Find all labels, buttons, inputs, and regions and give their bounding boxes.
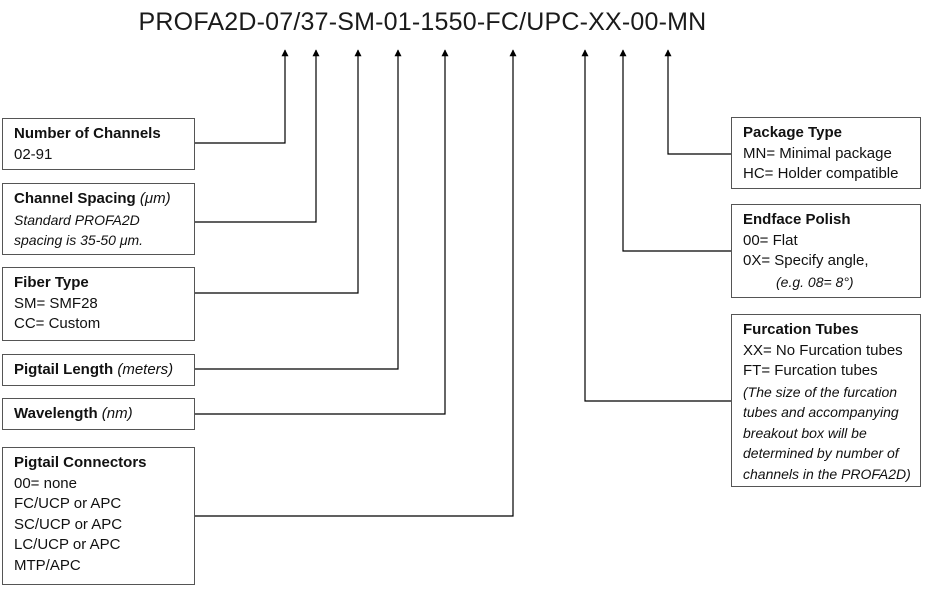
channels-range: 02-91 xyxy=(14,145,53,163)
heading-pigtail-length: Pigtail Length (meters) xyxy=(14,361,174,378)
arrow-package xyxy=(664,49,731,155)
box-number-of-channels: Number of Channels 02-91 xyxy=(2,118,195,170)
unit-nm: (nm) xyxy=(101,405,133,422)
heading-pigtail-connectors: Pigtail Connectors xyxy=(14,454,147,471)
unit-meters: (meters) xyxy=(117,361,174,378)
heading-endface-polish: Endface Polish xyxy=(743,211,851,228)
part-number-title: PROFA2D-07/37-SM-01-1550-FC/UPC-XX-00-MN xyxy=(138,8,707,36)
heading-furcation-tubes: Furcation Tubes xyxy=(743,321,859,338)
fiber-option-cc: CC= Custom xyxy=(14,315,101,332)
arrow-spacing xyxy=(195,49,320,223)
heading-number-of-channels: Number of Channels xyxy=(14,125,161,142)
furcation-note: breakout box will be xyxy=(743,424,867,441)
unit-micrometer: (μm) xyxy=(139,190,171,207)
spacing-note-1: Standard PROFA2D xyxy=(14,211,140,228)
box-wavelength: Wavelength (nm) xyxy=(2,398,195,430)
connector-option: FC/UCP or APC xyxy=(14,495,122,512)
box-fiber-type: Fiber Type SM= SMF28 CC= Custom xyxy=(2,267,195,341)
box-pigtail-connectors: Pigtail Connectors 00= none FC/UCP or AP… xyxy=(2,447,195,585)
arrow-connectors xyxy=(195,49,517,517)
heading-wavelength: Wavelength (nm) xyxy=(14,405,133,422)
connector-option: MTP/APC xyxy=(14,556,81,574)
arrow-fiber xyxy=(195,49,362,294)
furcation-option-ft: FT= Furcation tubes xyxy=(743,362,878,379)
connector-option: 00= none xyxy=(14,474,77,492)
furcation-note: channels in the PROFA2D) xyxy=(743,465,911,482)
package-option-hc: HC= Holder compatible xyxy=(743,165,899,182)
arrow-furcation xyxy=(581,49,731,402)
box-endface-polish: Endface Polish 00= Flat 0X= Specify angl… xyxy=(731,204,921,298)
arrow-length xyxy=(195,49,402,370)
furcation-note: determined by number of xyxy=(743,445,899,461)
box-package-type: Package Type MN= Minimal package HC= Hol… xyxy=(731,117,921,189)
arrow-channels xyxy=(195,49,289,144)
spacing-note-2: spacing is 35-50 μm. xyxy=(14,232,144,248)
furcation-note: (The size of the furcation xyxy=(743,383,898,400)
box-channel-spacing: Channel Spacing (μm) Standard PROFA2D sp… xyxy=(2,183,195,255)
furcation-note: tubes and accompanying xyxy=(743,404,899,420)
polish-option-flat: 00= Flat xyxy=(743,231,798,249)
connector-option: SC/UCP or APC xyxy=(14,515,123,533)
arrow-polish xyxy=(619,49,731,252)
heading-channel-spacing: Channel Spacing (μm) xyxy=(14,190,171,207)
heading-package-type: Package Type xyxy=(743,124,842,141)
box-pigtail-length: Pigtail Length (meters) xyxy=(2,354,195,386)
fiber-option-sm: SM= SMF28 xyxy=(14,294,98,312)
box-furcation-tubes: Furcation Tubes XX= No Furcation tubes F… xyxy=(731,314,921,487)
heading-fiber-type: Fiber Type xyxy=(14,274,89,291)
package-option-mn: MN= Minimal package xyxy=(743,144,892,162)
connector-option: LC/UCP or APC xyxy=(14,536,121,553)
polish-option-angle: 0X= Specify angle, xyxy=(743,252,869,269)
furcation-option-xx: XX= No Furcation tubes xyxy=(743,341,903,359)
polish-example-note: (e.g. 08= 8°) xyxy=(776,273,854,290)
arrow-wavelength xyxy=(195,49,449,415)
